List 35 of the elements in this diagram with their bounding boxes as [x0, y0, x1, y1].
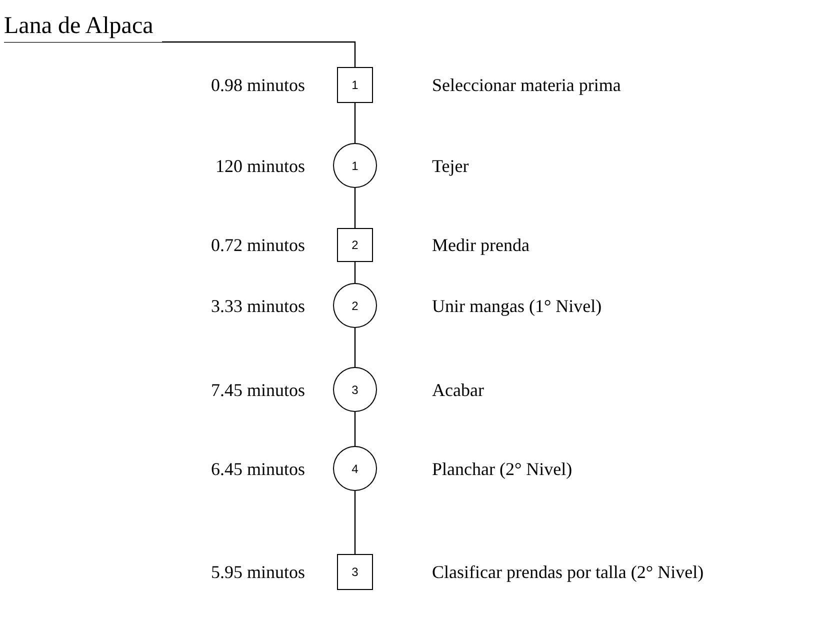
- duration-label: 6.45 minutos: [210, 458, 305, 480]
- inspection-box: [337, 67, 373, 103]
- step-number: 3: [352, 382, 358, 396]
- step-description: Unir mangas (1° Nivel): [432, 294, 602, 316]
- step-description: Medir prenda: [432, 234, 530, 256]
- step-number: 4: [352, 462, 358, 476]
- connector-line: [354, 188, 356, 228]
- connector-line: [354, 103, 356, 143]
- step-number: 3: [352, 565, 358, 579]
- inspection-box: [337, 554, 373, 590]
- step-description: Clasificar prendas por talla (2° Nivel): [432, 561, 704, 583]
- operation-circle: [333, 367, 377, 412]
- connector-line: [354, 491, 356, 554]
- leader-line: [4, 41, 356, 67]
- connector-line: [354, 262, 356, 283]
- duration-label: 5.95 minutos: [210, 561, 305, 583]
- operation-circle: [333, 283, 377, 328]
- step-number: 2: [352, 298, 358, 312]
- connector-line: [354, 412, 356, 446]
- step-description: Acabar: [432, 378, 484, 400]
- duration-label: 120 minutos: [215, 154, 305, 176]
- step-description: Planchar (2° Nivel): [432, 458, 572, 480]
- duration-label: 0.72 minutos: [210, 234, 305, 256]
- duration-label: 0.98 minutos: [210, 74, 305, 96]
- inspection-box: [337, 228, 373, 262]
- step-description: Tejer: [432, 154, 469, 176]
- operation-circle: [333, 446, 377, 491]
- step-number: 1: [352, 158, 358, 172]
- duration-label: 7.45 minutos: [210, 378, 305, 400]
- step-description: Seleccionar materia prima: [432, 74, 621, 96]
- step-number: 1: [352, 78, 358, 92]
- step-number: 2: [352, 238, 358, 252]
- duration-label: 3.33 minutos: [210, 294, 305, 316]
- operation-circle: [333, 143, 377, 188]
- connector-line: [354, 328, 356, 367]
